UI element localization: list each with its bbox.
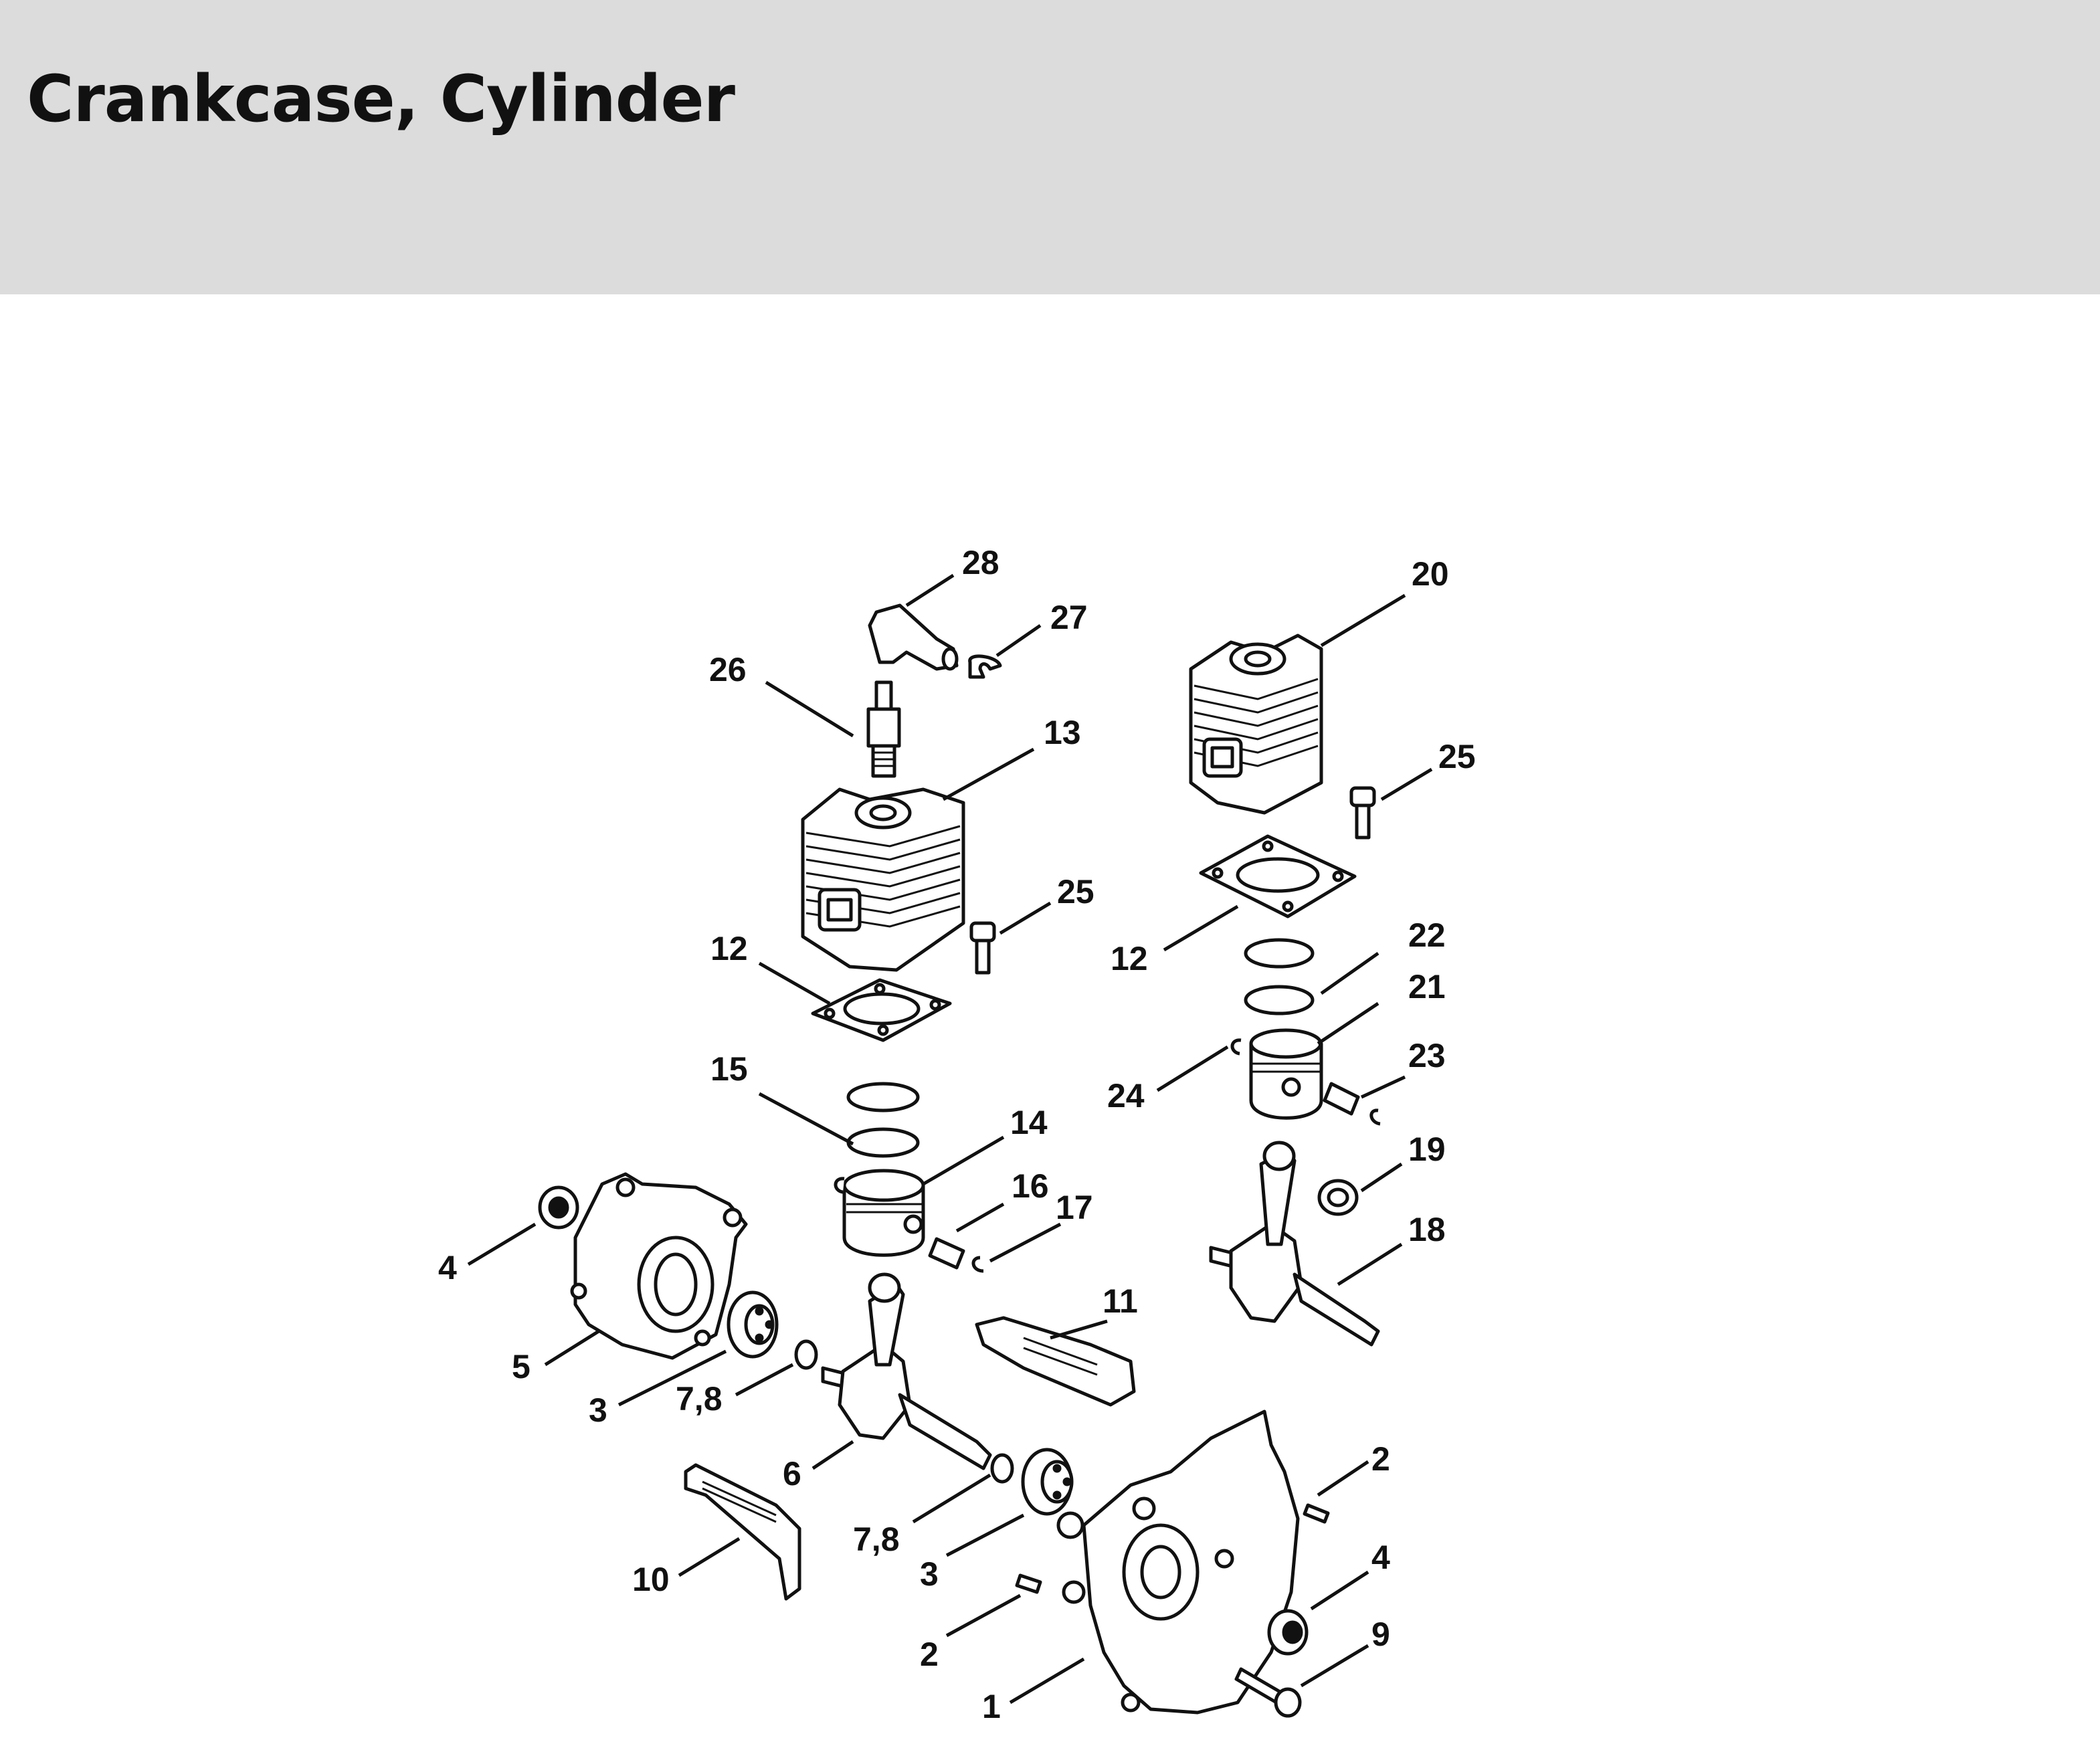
callout-3: 3 xyxy=(589,1391,607,1429)
callout-27: 27 xyxy=(1050,599,1088,636)
cylinder-screw-left xyxy=(969,921,996,975)
cylinder-gasket-left xyxy=(811,978,952,1042)
callout-21: 21 xyxy=(1408,968,1446,1005)
shim-left xyxy=(794,1339,818,1370)
callout-22: 22 xyxy=(1408,916,1446,954)
callout-10: 10 xyxy=(632,1561,670,1598)
piston-pin-left xyxy=(928,1237,965,1270)
crankcase-half-right xyxy=(1056,1409,1300,1715)
piston-right xyxy=(1249,1028,1323,1120)
oil-seal-left xyxy=(538,1185,579,1230)
spark-plug-boot xyxy=(868,603,959,671)
ball-bearing-right xyxy=(1021,1448,1074,1516)
callout-2: 2 xyxy=(1371,1440,1390,1478)
callout-26: 26 xyxy=(709,651,747,688)
cylinder-screw-right xyxy=(1349,786,1376,840)
callout-4: 4 xyxy=(1371,1539,1390,1576)
callout-4: 4 xyxy=(438,1249,457,1286)
callout-11: 11 xyxy=(1103,1282,1138,1320)
cylinder-left xyxy=(801,787,965,972)
callout-23: 23 xyxy=(1408,1037,1446,1074)
ball-bearing-left xyxy=(727,1290,779,1359)
callout-19: 19 xyxy=(1408,1131,1446,1168)
leader-lines xyxy=(467,573,1433,1705)
circlip-left xyxy=(971,1256,984,1273)
callout-7-8: 7,8 xyxy=(676,1380,723,1418)
callout-24: 24 xyxy=(1107,1077,1145,1114)
crankcase-half-left xyxy=(570,1172,748,1360)
spark-plug xyxy=(866,680,901,778)
cylinder-gasket-right xyxy=(1199,834,1357,918)
callout-1: 1 xyxy=(982,1688,1001,1725)
callout-18: 18 xyxy=(1408,1211,1446,1248)
callout-6: 6 xyxy=(783,1455,801,1492)
wire-clip xyxy=(968,654,1002,679)
needle-bearing xyxy=(1317,1179,1359,1216)
callout-25: 25 xyxy=(1057,873,1094,910)
callout-13: 13 xyxy=(1044,714,1081,751)
callout-25: 25 xyxy=(1438,738,1476,775)
callout-17: 17 xyxy=(1056,1189,1093,1226)
guide-plate-11 xyxy=(975,1316,1136,1407)
circlip-right-24 xyxy=(1230,1038,1242,1056)
oil-seal-right xyxy=(1267,1609,1309,1656)
shim-right xyxy=(990,1453,1014,1484)
guide-plate-10 xyxy=(684,1463,801,1601)
callout-16: 16 xyxy=(1012,1167,1049,1205)
callout-15: 15 xyxy=(710,1050,748,1088)
callout-3: 3 xyxy=(920,1555,939,1593)
cylinder-right xyxy=(1189,634,1323,815)
callout-28: 28 xyxy=(962,544,999,581)
callout-14: 14 xyxy=(1010,1104,1048,1141)
header-banner: Crankcase, Cylinder xyxy=(0,0,2100,294)
callout-7-8: 7,8 xyxy=(853,1521,900,1558)
callout-12: 12 xyxy=(1111,940,1148,977)
callout-12: 12 xyxy=(710,930,748,967)
callout-labels: 28 27 26 13 25 12 15 14 16 17 4 5 3 7,8 … xyxy=(438,544,1476,1725)
piston-left xyxy=(834,1169,925,1257)
callout-9: 9 xyxy=(1371,1616,1390,1653)
callout-20: 20 xyxy=(1412,555,1449,593)
crankshaft-left xyxy=(821,1272,992,1470)
piston-pin-right xyxy=(1323,1082,1381,1126)
piston-rings-left xyxy=(846,1082,920,1158)
page-title: Crankcase, Cylinder xyxy=(27,62,735,136)
crankshaft-right xyxy=(1209,1141,1380,1347)
callout-5: 5 xyxy=(512,1348,531,1385)
piston-rings-right xyxy=(1244,938,1315,1015)
callout-2: 2 xyxy=(920,1636,939,1673)
dowel-pin-upper xyxy=(1303,1503,1330,1524)
crankcase-screw xyxy=(1234,1667,1302,1718)
dowel-pin-lower xyxy=(1015,1573,1042,1594)
